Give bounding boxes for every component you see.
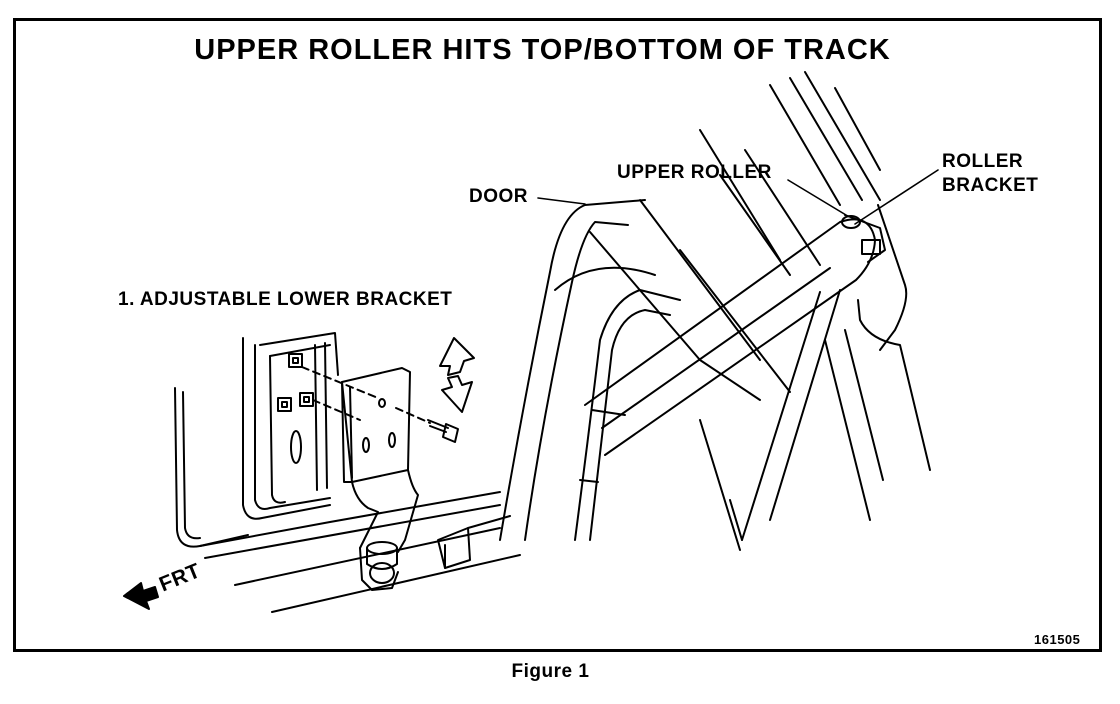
upper-roller <box>841 215 861 229</box>
retainer-nut <box>288 353 303 368</box>
roller-bracket-label-line1: ROLLER <box>942 151 1024 172</box>
figure-title: UPPER ROLLER HITS TOP/BOTTOM OF TRACK <box>194 34 891 66</box>
door-label: DOOR <box>469 186 528 207</box>
retainer-nut <box>299 392 314 407</box>
figure-caption: Figure 1 <box>511 661 590 682</box>
upper-track <box>584 218 876 456</box>
body-pillar <box>699 71 931 551</box>
adjustment-arrows <box>439 337 475 413</box>
roller-bracket-label-line2: BRACKET <box>942 175 1039 196</box>
slot-hole <box>290 430 302 464</box>
adjustable-lower-bracket-label: 1. ADJUSTABLE LOWER BRACKET <box>118 289 453 310</box>
upper-roller-label: UPPER ROLLER <box>617 162 772 183</box>
adjustable-lower-bracket <box>341 367 419 553</box>
body-panel <box>174 332 521 613</box>
bolt <box>427 419 459 443</box>
front-arrow <box>123 582 159 610</box>
retainer-nut <box>277 397 292 412</box>
roller-bracket <box>844 214 886 263</box>
figure-id: 161505 <box>1034 632 1081 647</box>
door-frame <box>499 199 791 541</box>
leader-lines <box>537 169 939 225</box>
lower-roller <box>359 541 399 591</box>
alignment-lines <box>301 366 431 424</box>
roller-bracket-label: ROLLER BRACKET <box>942 150 1038 198</box>
